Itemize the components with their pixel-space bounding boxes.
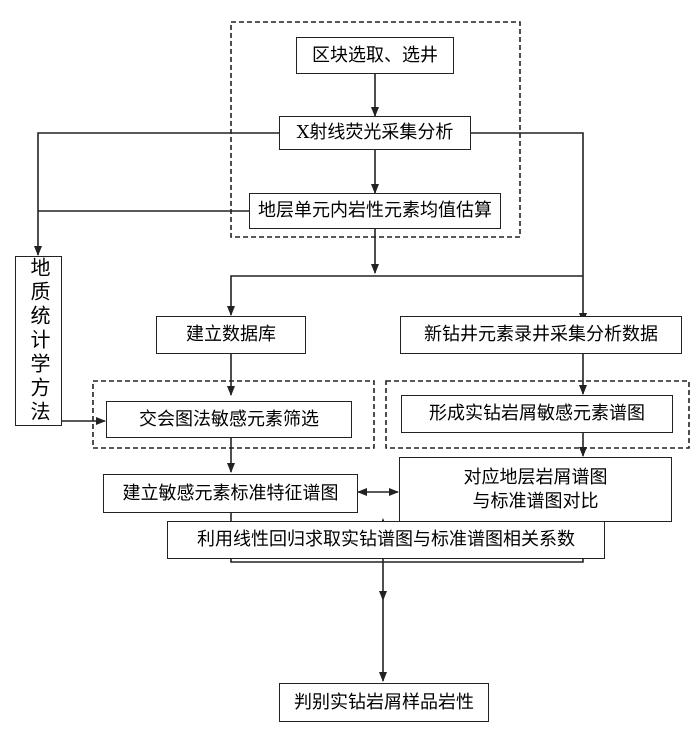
lithology-box: 判别实钻岩屑样品岩性 — [279, 683, 489, 722]
line-xrf-to-geostat — [34, 132, 279, 256]
compare-line-2: 与标准谱图对比 — [472, 490, 599, 512]
regression-box: 利用线性回归求取实钻谱图与标准谱图相关系数 — [167, 521, 605, 559]
xrf-analysis-box: X射线荧光采集分析 — [279, 116, 471, 150]
line-xrf-to-newwell — [471, 132, 587, 323]
compare-line-1: 对应地层岩屑谱图 — [463, 466, 608, 488]
select-block-box: 区块选取、选井 — [296, 37, 454, 74]
left-group-frame — [92, 380, 375, 449]
element-mean-box: 地层单元内岩性元素均值估算 — [249, 193, 501, 229]
geo-statistics-box: 地质统计学方法 — [15, 256, 62, 426]
geo-statistics-text: 地质统计学方法 — [27, 257, 51, 425]
new-well-data-box: 新钻井元素录井采集分析数据 — [400, 316, 682, 354]
compare-spectrum-box: 对应地层岩屑谱图 与标准谱图对比 — [399, 457, 672, 522]
crossplot-screening-box: 交会图法敏感元素筛选 — [106, 401, 352, 438]
standard-spectrum-box: 建立敏感元素标准特征谱图 — [103, 474, 358, 513]
form-spectrum-box: 形成实钻岩屑敏感元素谱图 — [401, 395, 673, 433]
right-group-frame — [385, 380, 690, 449]
line-split-to-database — [227, 275, 583, 316]
build-database-box: 建立数据库 — [156, 316, 306, 354]
